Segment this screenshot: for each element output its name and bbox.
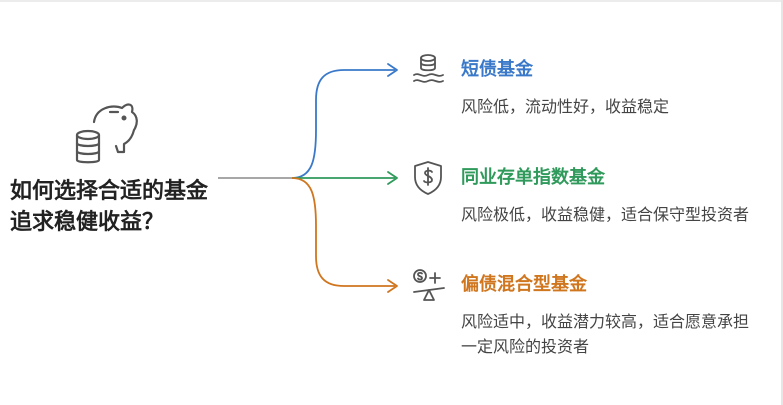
arrowhead-branch-1 <box>387 63 398 77</box>
branch-description-ncd-index: 风险极低，收益稳健，适合保守型投资者 <box>461 205 750 224</box>
arrowhead-branch-2 <box>387 171 398 185</box>
connector-branch-3 <box>291 177 395 287</box>
balance-scale-icon <box>410 266 450 306</box>
connector-branch-1 <box>291 69 395 179</box>
branch-title-bond-hybrid: 偏债混合型基金 <box>461 274 587 295</box>
branch-title-ncd-index: 同业存单指数基金 <box>461 167 605 188</box>
right-border <box>781 0 783 405</box>
dollar-shield-icon <box>410 158 450 198</box>
branch-description-bond-hybrid: 风险适中，收益潜力较高，适合愿意承担一定风险的投资者 <box>461 312 750 356</box>
coin-stack-icon <box>410 50 450 90</box>
root-question: 如何选择合适的基金追求稳健收益？ <box>10 179 209 235</box>
branch-description-short-bond: 风险低，流动性好，收益稳定 <box>461 97 670 116</box>
branch-title-short-bond: 短债基金 <box>461 59 533 80</box>
piggy-bank-coins-icon <box>66 92 146 172</box>
arrowhead-branch-3 <box>387 279 398 293</box>
top-border <box>0 0 783 2</box>
